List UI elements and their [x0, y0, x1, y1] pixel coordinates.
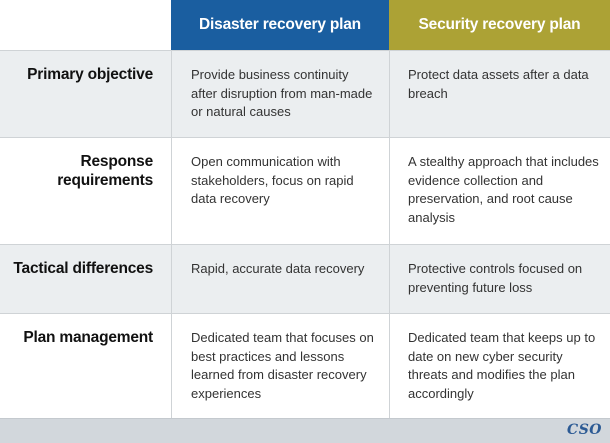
- header-security-recovery-plan: Security recovery plan: [389, 0, 610, 50]
- disaster-recovery-cell: Open communication with stakeholders, fo…: [171, 138, 389, 244]
- security-recovery-cell: A stealthy approach that includes eviden…: [389, 138, 610, 244]
- header-blank-cell: [0, 0, 171, 50]
- header-disaster-recovery-plan: Disaster recovery plan: [171, 0, 389, 50]
- row-label: Plan management: [23, 329, 153, 346]
- cso-logo: CSO: [567, 422, 602, 438]
- table-row-response-requirements: Response requirements Open communication…: [0, 137, 610, 244]
- disaster-recovery-cell: Provide business continuity after disrup…: [171, 51, 389, 137]
- disaster-recovery-cell: Rapid, accurate data recovery: [171, 245, 389, 313]
- security-recovery-cell: Dedicated team that keeps up to date on …: [389, 314, 610, 418]
- row-label: Primary objective: [27, 66, 153, 83]
- disaster-recovery-cell: Dedicated team that focuses on best prac…: [171, 314, 389, 418]
- row-label: Tactical differences: [13, 260, 153, 277]
- footer-bar: CSO: [0, 418, 610, 443]
- row-label: Response requirements: [57, 153, 153, 189]
- security-recovery-cell: Protective controls focused on preventin…: [389, 245, 610, 313]
- table-row-primary-objective: Primary objective Provide business conti…: [0, 50, 610, 137]
- table-row-tactical-differences: Tactical differences Rapid, accurate dat…: [0, 244, 610, 313]
- table-row-plan-management: Plan management Dedicated team that focu…: [0, 313, 610, 418]
- security-recovery-cell: Protect data assets after a data breach: [389, 51, 610, 137]
